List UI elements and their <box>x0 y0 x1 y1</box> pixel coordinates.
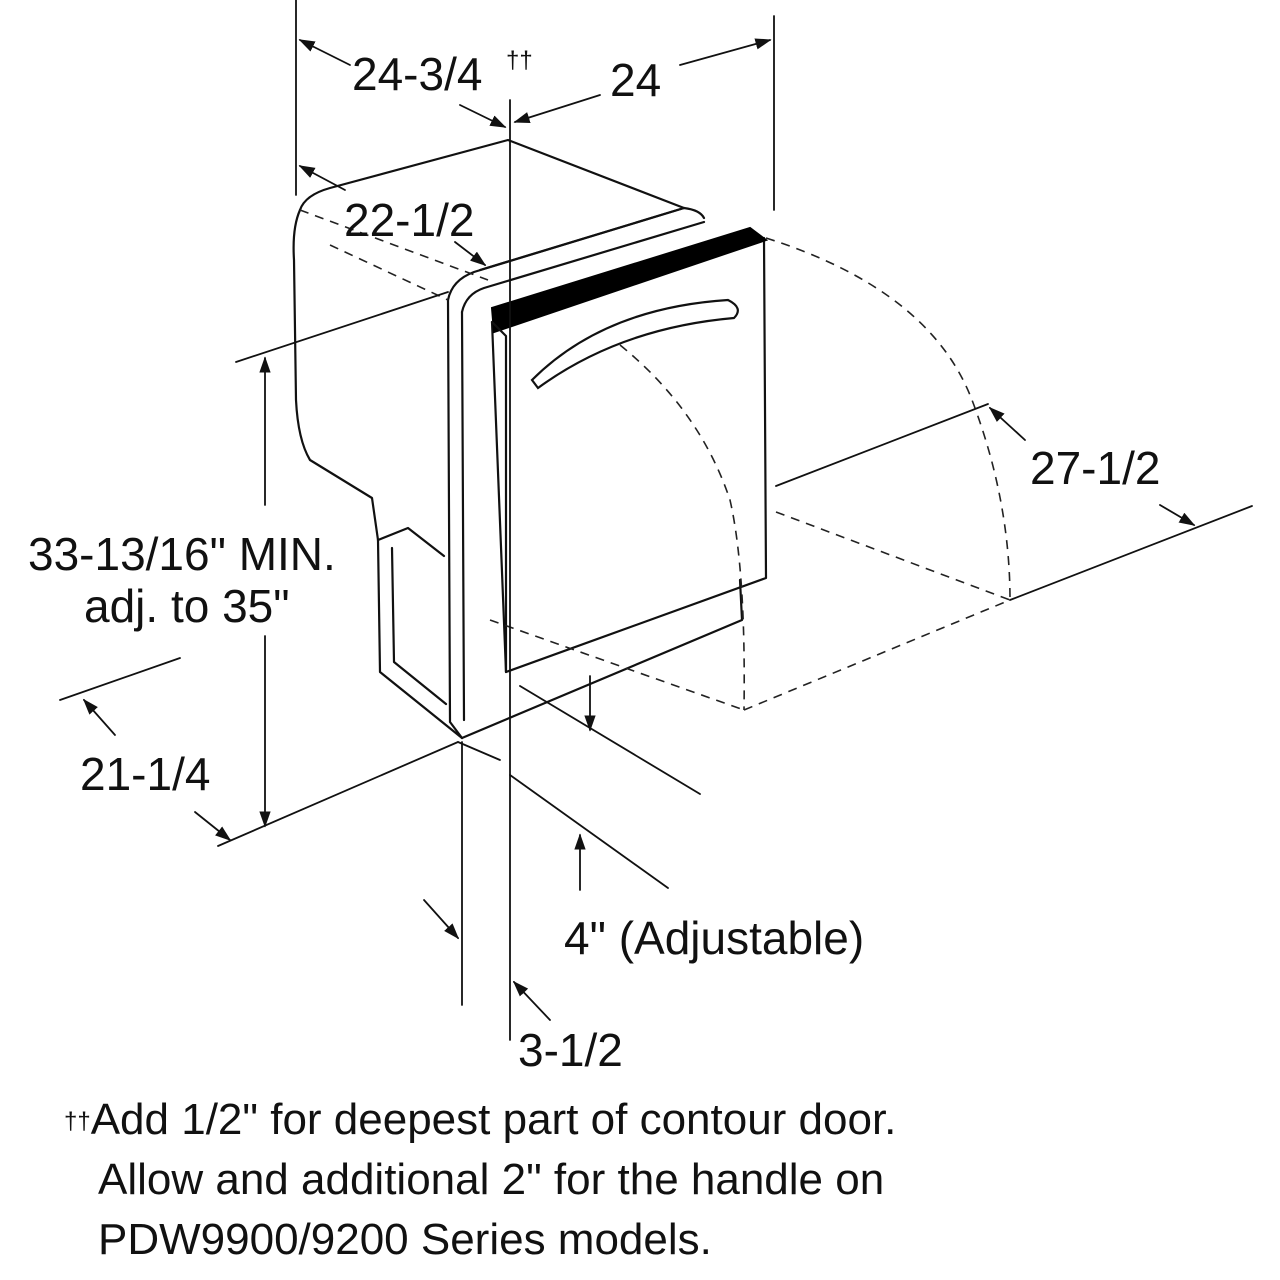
footnote-mark: †† <box>64 1108 91 1135</box>
dishwasher-door <box>490 226 769 674</box>
cabinet-depth-label: 22-1/2 <box>344 194 474 246</box>
extension-lines <box>59 0 1253 1041</box>
door-open-label: 27-1/2 <box>1030 442 1160 494</box>
footnote-line-1: ††Add 1/2" for deepest part of contour d… <box>64 1090 1244 1150</box>
door-swing-path <box>299 209 1011 711</box>
toe-depth-label: 21-1/4 <box>80 748 210 800</box>
leg-adjust-label: 4" (Adjustable) <box>564 912 864 964</box>
footnote: ††Add 1/2" for deepest part of contour d… <box>64 1090 1244 1270</box>
dishwasher-cabinet <box>292 138 744 740</box>
door-thickness-label: 3-1/2 <box>518 1024 623 1076</box>
door-handle <box>530 298 739 390</box>
overall-depth-mark: †† <box>506 47 533 74</box>
width-label: 24 <box>610 54 661 106</box>
dimension-arrows <box>82 38 1196 1021</box>
height-adj-label: adj. to 35" <box>84 580 290 632</box>
overall-depth-label: 24-3/4 <box>352 48 482 100</box>
footnote-line-2: Allow and additional 2" for the handle o… <box>98 1155 885 1204</box>
footnote-line-3: PDW9900/9200 Series models. <box>98 1215 712 1264</box>
footnote-text-1: Add 1/2" for deepest part of contour doo… <box>90 1095 897 1144</box>
height-min-label: 33-13/16" MIN. <box>28 528 336 580</box>
